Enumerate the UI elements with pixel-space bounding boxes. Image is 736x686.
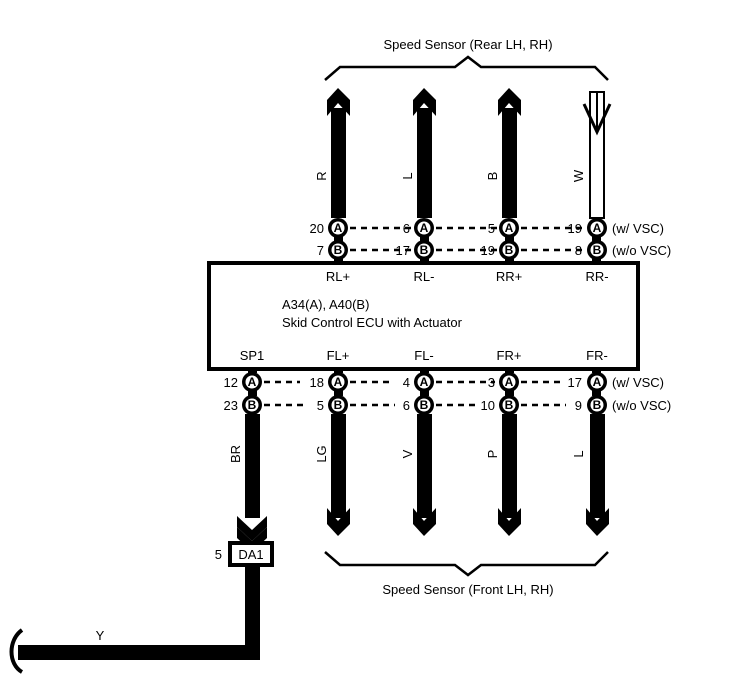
arrow-down-icon: [327, 508, 350, 536]
svg-text:B: B: [420, 398, 429, 412]
connector-dash-lines: [264, 380, 566, 407]
variant-label: (w/ VSC): [612, 375, 664, 390]
svg-text:A: A: [420, 375, 429, 389]
wire-y-horizontal: [18, 645, 260, 660]
ecu-box: [207, 261, 640, 371]
svg-text:A: A: [248, 375, 257, 389]
variant-label: (w/ VSC): [612, 221, 664, 236]
wire-color-label: V: [400, 449, 415, 458]
svg-text:A: A: [334, 375, 343, 389]
pin-number: 18: [310, 375, 324, 390]
wire-fl-plus: [331, 414, 346, 518]
wire-y-vertical: [245, 565, 260, 660]
pin-number: 6: [403, 398, 410, 413]
wire-fr-minus: [590, 414, 605, 518]
wire-break-icon: [9, 628, 24, 674]
junction-name: DA1: [238, 547, 263, 562]
wire-color-label: P: [485, 450, 500, 459]
svg-text:B: B: [334, 243, 343, 257]
arrow-up-icon: [413, 88, 436, 116]
svg-text:A: A: [505, 375, 514, 389]
svg-text:A: A: [420, 221, 429, 235]
wire-fr-plus: [502, 414, 517, 518]
junction-pin: 5: [215, 547, 222, 562]
connector-a-row-bottom: A A A A A: [242, 372, 607, 392]
connector-a-row-top: A A A A: [328, 218, 607, 238]
pin-number: 8: [575, 243, 582, 258]
wire-rr-plus: [502, 108, 517, 218]
wire-color-label: BR: [228, 445, 243, 463]
arrow-down-icon: [582, 103, 612, 136]
arrow-down-icon: [413, 508, 436, 536]
wire-color-label: LG: [314, 445, 329, 462]
arrow-down-icon: [586, 508, 609, 536]
rear-speed-sensor-label: Speed Sensor (Rear LH, RH): [383, 37, 552, 52]
connector-b-row-bottom: B B B B B: [242, 395, 607, 415]
wire-rl-plus: [331, 108, 346, 218]
pin-number: 7: [317, 243, 324, 258]
pin-number: 4: [403, 375, 410, 390]
rear-sensor-brace: [324, 55, 609, 81]
wire-color-label: R: [314, 171, 329, 180]
svg-text:B: B: [505, 398, 514, 412]
connector-b-row-top: B B B B: [328, 240, 607, 260]
terminal-label: FR+: [497, 348, 522, 363]
pin-number: 19: [481, 243, 495, 258]
terminal-label: RR-: [585, 269, 608, 284]
terminal-label: RL+: [326, 269, 350, 284]
connector-dash-lines: [350, 226, 586, 252]
arrow-up-icon: [327, 88, 350, 116]
front-sensor-brace: [324, 551, 609, 577]
pin-number: 5: [488, 221, 495, 236]
pin-number: 23: [224, 398, 238, 413]
svg-text:A: A: [334, 221, 343, 235]
arrow-down-icon: [498, 508, 521, 536]
svg-text:B: B: [248, 398, 257, 412]
svg-text:B: B: [505, 243, 514, 257]
ecu-name: Skid Control ECU with Actuator: [282, 315, 463, 330]
front-speed-sensor-label: Speed Sensor (Front LH, RH): [382, 582, 553, 597]
svg-text:A: A: [505, 221, 514, 235]
variant-label: (w/o VSC): [612, 243, 671, 258]
svg-text:A: A: [593, 221, 602, 235]
terminal-label: FL-: [414, 348, 434, 363]
pin-number: 5: [317, 398, 324, 413]
pin-number: 6: [403, 221, 410, 236]
double-arrow-down-icon: [237, 516, 267, 541]
wire-fl-minus: [417, 414, 432, 518]
svg-text:B: B: [593, 243, 602, 257]
wire-rl-minus: [417, 108, 432, 218]
pin-number: 9: [575, 398, 582, 413]
wire-color-label: L: [400, 172, 415, 179]
ecu-connector-ids: A34(A), A40(B): [282, 297, 369, 312]
wire-sp1: [245, 414, 260, 518]
wire-color-label: W: [571, 169, 586, 182]
svg-text:B: B: [334, 398, 343, 412]
terminal-label: SP1: [240, 348, 265, 363]
wire-color-label: Y: [96, 628, 105, 643]
variant-label: (w/o VSC): [612, 398, 671, 413]
pin-number: 17: [568, 375, 582, 390]
svg-text:B: B: [420, 243, 429, 257]
terminal-label: RR+: [496, 269, 522, 284]
terminal-label: FL+: [327, 348, 350, 363]
wire-color-label: L: [571, 450, 586, 457]
svg-text:A: A: [593, 375, 602, 389]
pin-number: 19: [568, 221, 582, 236]
pin-number: 10: [481, 398, 495, 413]
svg-text:B: B: [593, 398, 602, 412]
arrow-up-icon: [498, 88, 521, 116]
terminal-label: FR-: [586, 348, 608, 363]
pin-number: 12: [224, 375, 238, 390]
terminal-label: RL-: [414, 269, 435, 284]
wire-color-label: B: [485, 172, 500, 181]
pin-number: 17: [396, 243, 410, 258]
pin-number: 20: [310, 221, 324, 236]
pin-number: 3: [488, 375, 495, 390]
